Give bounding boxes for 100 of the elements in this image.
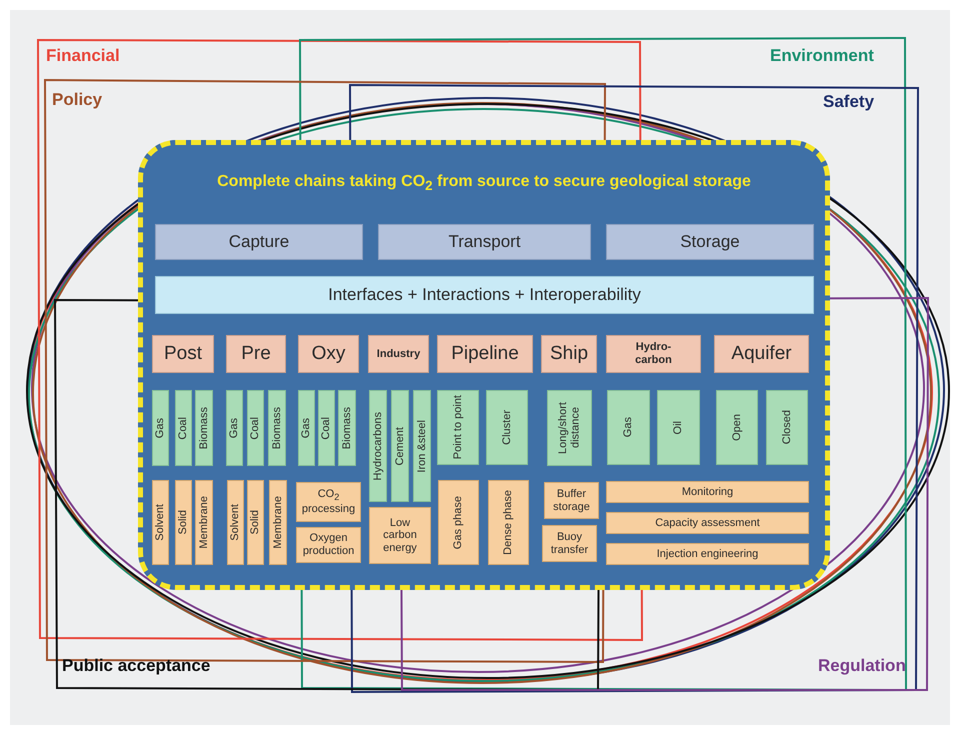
box-label: Monitoring [682,486,734,498]
technology-box [606,512,809,534]
technology-box [544,482,599,519]
source-box [547,390,592,466]
box-label: Dense phase [502,490,515,555]
source-box [391,390,409,502]
box-label: Coal [320,416,333,440]
technology-box [175,480,192,565]
technology-box [296,527,361,563]
stage-box [606,224,814,260]
interface-bar [155,276,814,314]
category-box [437,335,533,373]
box-label: Biomass [340,406,354,450]
box-label: Oxygen production [302,532,356,558]
source-box [175,390,192,466]
source-box [152,390,169,466]
frame-label: Public acceptance [62,656,210,676]
box-label: Post [164,343,202,365]
source-box [486,390,528,465]
box-label: Storage [680,232,740,252]
box-label: Coal [249,416,262,440]
box-label: Buoy transfer [550,530,590,556]
technology-box [542,525,597,562]
source-box [369,390,387,502]
source-box [716,390,758,465]
box-label: Gas [622,417,635,438]
technology-box [488,480,529,565]
technology-box [606,543,809,565]
box-label: Coal [177,416,190,440]
technology-box [438,480,479,565]
box-label: Pipeline [451,343,519,365]
box-label: Solvent [229,504,242,541]
stage-box [155,224,363,260]
box-label: Cement [394,426,406,466]
category-box [226,335,286,373]
box-label: Buffer storage [552,488,591,514]
box-label: Membrane [198,496,210,549]
technology-box [247,480,264,565]
source-box [766,390,808,465]
box-label: Capture [228,232,290,252]
box-label: Oxy [312,343,346,365]
box-label: Biomass [198,406,210,450]
box-label: Membrane [272,496,284,549]
source-box [247,390,264,466]
frame-label: Regulation [818,656,906,676]
box-label: Closed [780,410,794,445]
category-box [298,335,359,373]
box-label: Low carbon energy [382,516,418,554]
source-box [318,390,335,466]
box-label: Industry [376,348,420,360]
source-box [195,390,213,466]
box-label: Solid [177,510,190,535]
technology-box [227,480,244,565]
box-label: Gas [300,418,313,438]
source-box [226,390,243,466]
frame-label: Policy [52,90,102,110]
technology-box [195,480,213,565]
source-box [413,390,431,502]
box-label: Solid [249,510,262,535]
box-label: Hydrocarbons [372,412,384,480]
source-box [607,390,650,465]
box-label: Oil [672,420,685,434]
category-box [541,335,597,373]
box-label: Capacity assessment [655,516,760,530]
technology-box [606,481,809,503]
box-label: Transport [448,232,521,252]
technology-box [152,480,169,565]
category-box [714,335,809,373]
box-label: Interfaces + Interactions + Interoperability [328,285,641,305]
box-label: Hydro- carbon [634,341,673,367]
box-label: Point to point [452,395,464,460]
category-box [606,335,701,373]
box-label: Ship [550,343,588,365]
box-label: CO$_{2}$ processing [300,488,356,516]
box-label: Open [730,414,744,441]
source-box [437,390,479,465]
box-label: Long/short distance [556,401,582,456]
box-label: Gas [154,418,167,438]
box-label: Gas [228,418,241,438]
technology-box [369,507,431,564]
technology-box [269,480,287,565]
box-label: Gas phase [452,496,465,550]
box-label: Injection engineering [656,548,758,560]
source-box [338,390,356,466]
box-label: Pre [241,343,271,365]
source-box [268,390,286,466]
frame-label: Environment [770,46,874,66]
box-label: Aquifer [731,343,792,365]
box-label: Solvent [154,504,167,541]
source-box [657,390,700,465]
source-box [298,390,315,466]
box-label: Iron &steel [416,420,428,472]
frame-label: Financial [46,46,120,66]
box-label: Cluster [500,410,514,445]
category-box [152,335,214,373]
technology-box [296,482,361,522]
stage-box [378,224,591,260]
category-box [368,335,429,373]
chain-panel [138,140,830,590]
box-label: Biomass [270,406,284,450]
